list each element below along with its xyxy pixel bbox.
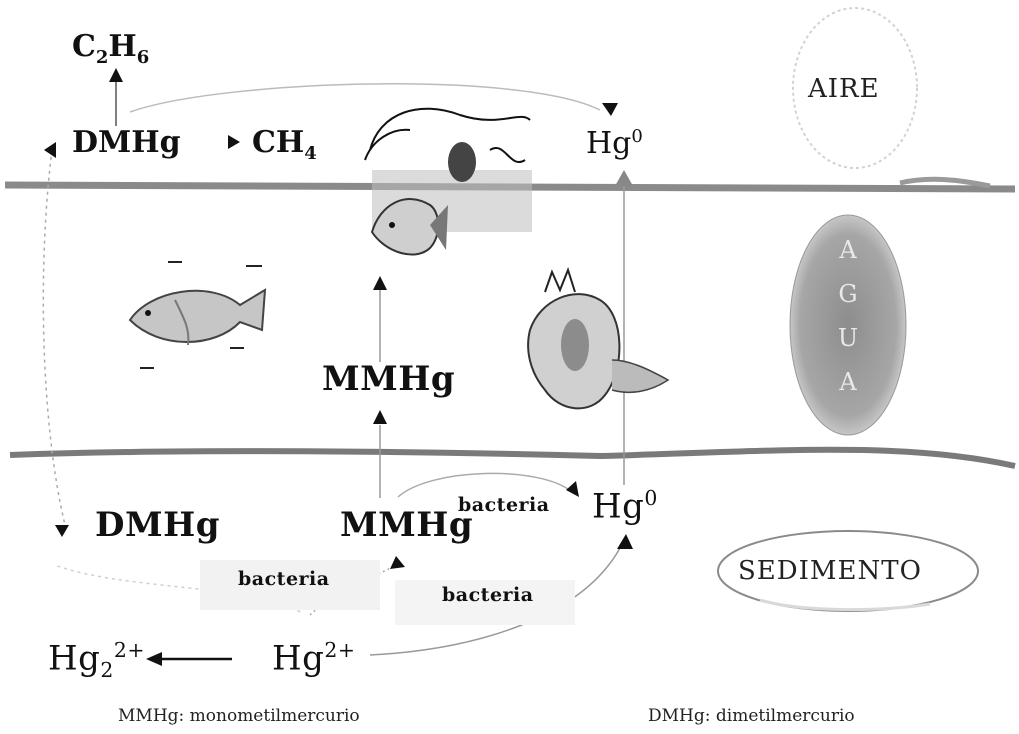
zone-label-water: A G U A <box>828 228 868 404</box>
process-bacteria-hg2-hg0: bacteria <box>442 586 534 605</box>
species-dmhg-sediment: DMHg <box>95 508 220 542</box>
species-dmhg-air: DMHg <box>72 128 181 158</box>
water-letter-2: G <box>828 272 868 316</box>
arrowhead-hg0-surface <box>615 170 633 186</box>
arrowhead-hg0-air <box>602 103 618 116</box>
footnote-mmhg: MMHg: monometilmercurio <box>118 708 360 725</box>
water-letter-4: A <box>828 360 868 404</box>
water-letter-3: U <box>828 316 868 360</box>
arrowhead-ch4 <box>228 135 240 149</box>
zone-label-sediment: SEDIMENTO <box>738 558 922 584</box>
water-letter-1: A <box>828 228 868 272</box>
species-hg0-sediment: Hg0 <box>592 488 658 523</box>
species-c2h6: C2H6 <box>72 32 149 67</box>
arrowhead-mmhg-fish <box>373 276 387 290</box>
species-ch4: CH4 <box>252 128 317 163</box>
left-fish-illustration <box>130 262 265 368</box>
process-bacteria-hg2-mmhg: bacteria <box>238 570 330 589</box>
species-mmhg-sediment: MMHg <box>340 508 473 542</box>
zone-label-air: AIRE <box>808 76 880 102</box>
sediment-surface-line <box>10 450 1015 466</box>
water-surface-wave <box>900 179 990 186</box>
species-hg2plus: Hg2+ <box>272 640 355 675</box>
footnote-dmhg: DMHg: dimetilmercurio <box>648 708 855 725</box>
dmhg-to-hg0-arc <box>130 84 600 112</box>
species-hg0-air: Hg0 <box>586 128 643 159</box>
arrowhead-c2h6 <box>109 68 123 82</box>
process-bacteria-mmhg-hg0: bacteria <box>458 496 550 515</box>
arrowhead-mmhg-sed <box>390 556 405 569</box>
arrowhead-hg22 <box>146 652 162 666</box>
jumping-fish-illustration <box>365 109 532 255</box>
arrowhead-mmhg-water <box>373 410 387 424</box>
arrowhead-hg0-bacteria <box>566 481 579 497</box>
arrowhead-dmhg-sed <box>55 525 69 537</box>
species-mmhg-water: MMHg <box>322 362 455 396</box>
arrowhead-hg0-sed <box>617 534 633 549</box>
arrowhead-dmhg-air <box>44 142 56 158</box>
dmhg-exchange-loop <box>43 150 65 525</box>
species-hg2-2plus: Hg22+ <box>48 640 145 681</box>
spiny-fish-illustration <box>528 270 668 408</box>
